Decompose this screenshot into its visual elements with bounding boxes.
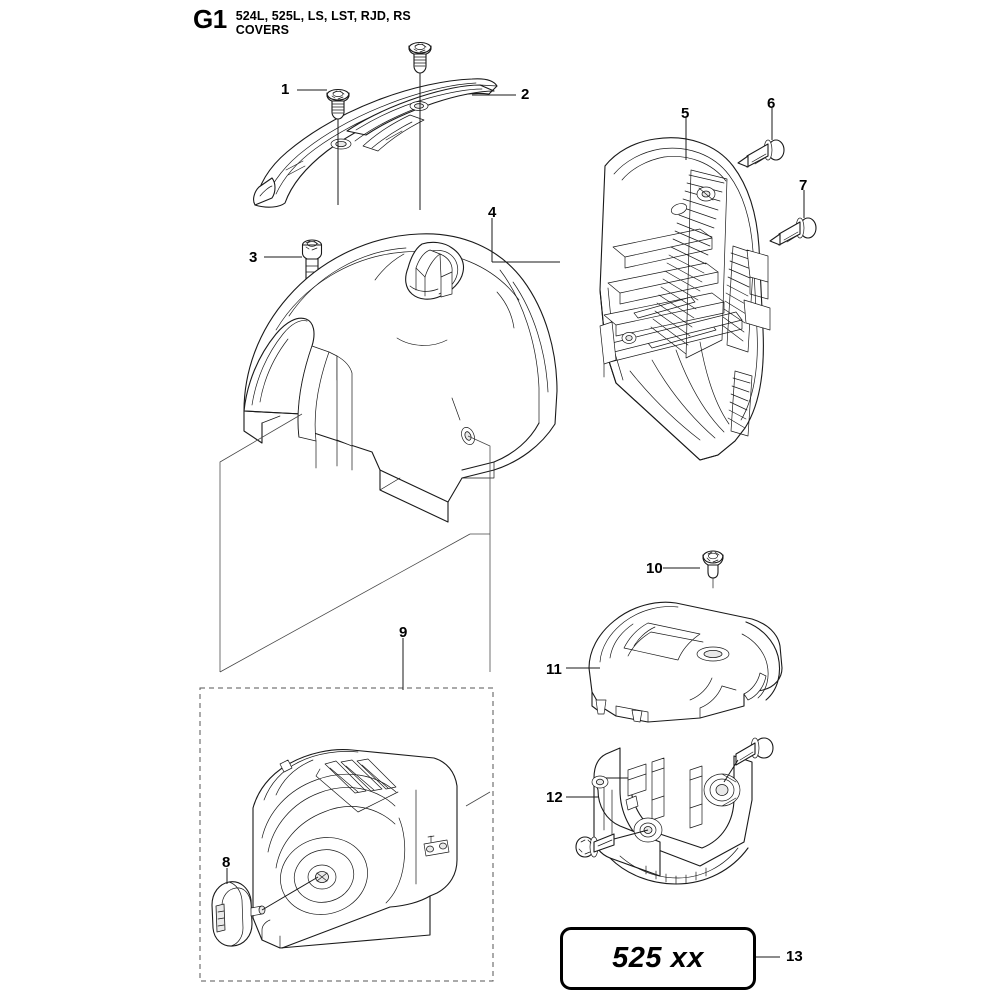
callout-1: 1 xyxy=(281,81,290,98)
callout-4: 4 xyxy=(488,204,497,221)
part-12-throttle-housing-lower xyxy=(591,747,753,885)
part-11-throttle-housing-upper xyxy=(588,601,783,723)
callout-8: 8 xyxy=(222,854,231,871)
latch-detail xyxy=(423,835,450,857)
part-9-assembly-boundary xyxy=(199,687,494,982)
part-8-assembly-line xyxy=(261,876,319,911)
section-code: G1 xyxy=(193,4,227,34)
callout-13: 13 xyxy=(786,948,803,965)
part-7-flange-bolt xyxy=(769,217,817,246)
part-5-shroud-grille xyxy=(599,137,771,461)
callout-2: 2 xyxy=(521,86,530,103)
model-list: 524L, 525L, LS, LST, RJD, RS xyxy=(235,9,411,23)
model-decal: 525 xx xyxy=(560,927,756,990)
part-9-recoil-starter-cover xyxy=(252,749,458,949)
part-2-mounting-screw xyxy=(408,41,432,74)
decal-text: 525 xx xyxy=(612,942,704,974)
part-12-lower-screw xyxy=(575,829,649,858)
callout-7: 7 xyxy=(799,177,808,194)
header-titles: 524L, 525L, LS, LST, RJD, RS COVERS xyxy=(236,6,411,37)
part-12-upper-screw xyxy=(723,737,774,783)
vent-slots xyxy=(324,758,397,794)
part-1-screw xyxy=(326,88,350,127)
callout-5: 5 xyxy=(681,105,690,122)
assembly-reference-lines xyxy=(219,413,491,807)
callout-3: 3 xyxy=(249,249,258,266)
part-4-cylinder-cover xyxy=(243,233,558,523)
callout-6: 6 xyxy=(767,95,776,112)
callout-12: 12 xyxy=(546,789,563,806)
part-6-flange-bolt xyxy=(737,139,785,168)
part-10-screw xyxy=(702,550,724,589)
callout-11: 11 xyxy=(546,661,562,678)
callout-9: 9 xyxy=(399,624,408,641)
callout-leader-lines xyxy=(226,73,805,958)
callout-10: 10 xyxy=(646,560,663,577)
diagram-header: G1 524L, 525L, LS, LST, RJD, RS COVERS xyxy=(193,6,411,37)
part-2-top-cover-shield xyxy=(253,78,498,208)
part-8-starter-knob xyxy=(211,881,266,947)
section-subtitle: COVERS xyxy=(235,23,290,37)
